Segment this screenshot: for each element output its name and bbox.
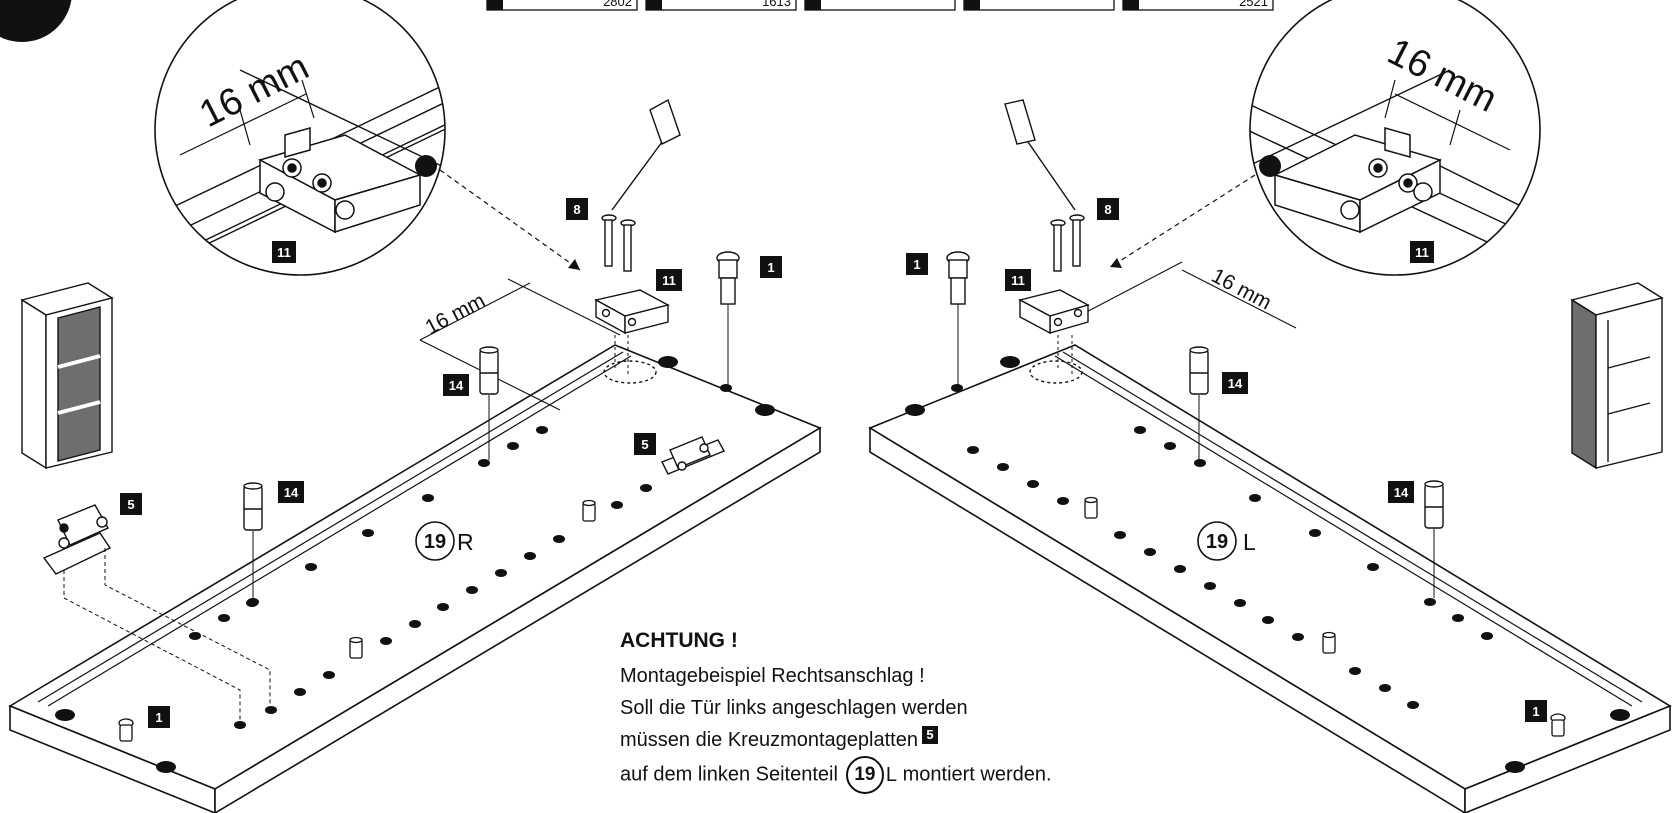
mounting-plate-part-5	[42, 504, 112, 575]
part-label-14: 14	[1394, 485, 1409, 500]
detail-zoom-left: 16 mm 11	[154, 0, 446, 276]
header-box: 2802	[486, 0, 638, 11]
side-panel-19L	[868, 344, 1672, 813]
header-box-value: 2802	[603, 0, 632, 9]
panel-number: 19	[1206, 531, 1228, 553]
screws-part-8	[601, 214, 636, 272]
panel-side: L	[885, 764, 898, 786]
dowel-part-14	[1189, 346, 1209, 395]
dowel-part-14	[1424, 480, 1444, 529]
warning-notice: ACHTUNG ! Montagebeispiel Rechtsanschlag…	[620, 628, 1180, 794]
bracket-part-11	[594, 289, 670, 384]
panel-number-circle: 19	[845, 756, 884, 794]
mounting-plate-part-5	[661, 436, 725, 475]
board-holes	[55, 356, 775, 773]
cam-pin-part-1	[118, 718, 134, 742]
header-box	[804, 0, 956, 11]
dowel-part-14	[243, 482, 263, 531]
part-label-14: 14	[1228, 376, 1243, 391]
screws-part-8	[1050, 214, 1085, 272]
part-label-1: 1	[155, 710, 162, 725]
notice-line-text: auf dem linken Seitenteil	[620, 763, 838, 786]
notice-line: Montagebeispiel Rechtsanschlag !	[620, 665, 925, 687]
panel-label-19L: 19 L	[1197, 521, 1256, 561]
part-label-14: 14	[449, 378, 464, 393]
board-dowels	[349, 499, 596, 659]
board-dowels	[1084, 496, 1336, 654]
part-label-1: 1	[1532, 704, 1539, 719]
part-label-8: 8	[573, 202, 580, 217]
notice-title: ACHTUNG !	[620, 629, 738, 652]
header-box-value: 1613	[762, 0, 791, 9]
side-panel-19R	[8, 344, 822, 813]
part-label-11: 11	[662, 273, 676, 288]
board-dimension-label: 16 mm	[422, 289, 489, 339]
notice-line: Soll die Tür links angeschlagen werden	[620, 697, 968, 719]
part-badge-5: 5	[921, 725, 938, 744]
header-box: 1613	[645, 0, 797, 11]
notice-line-text: müssen die Kreuzmontageplatten	[620, 729, 918, 751]
cam-pin-part-1	[716, 251, 740, 305]
header-box: 2521	[1122, 0, 1274, 11]
part-label-1: 1	[767, 260, 774, 275]
screwdriver-icon	[1004, 99, 1076, 211]
header-box-value: 2521	[1239, 0, 1268, 9]
board-dimension-label: 16 mm	[1208, 264, 1275, 314]
part-label-14: 14	[284, 485, 299, 500]
panel-number: 19	[424, 531, 446, 553]
part-label-11: 11	[1415, 245, 1429, 260]
screwdriver-icon	[611, 98, 681, 211]
panel-side: R	[457, 529, 474, 555]
panel-label-19R: 19 R	[415, 521, 474, 561]
cam-pin-part-1	[946, 251, 970, 305]
notice-line-text: montiert werden.	[902, 763, 1052, 786]
cam-pin-part-1	[1550, 713, 1566, 737]
cabinet-thumbnail	[20, 282, 114, 470]
part-badges-left: 8 11 1 14 14 5 5 1	[120, 198, 782, 728]
parts-header: 2802 1613 2521	[486, 0, 1274, 11]
part-label-5: 5	[127, 497, 134, 512]
detail-zoom-right: 16 mm 11	[1249, 0, 1541, 276]
part-label-1: 1	[913, 257, 920, 272]
part-badges-right: 8 11 1 14 14 1	[906, 198, 1547, 722]
panel-side: L	[1243, 529, 1256, 555]
dowel-part-14	[479, 346, 499, 395]
header-box	[963, 0, 1115, 11]
step-marker-circle	[0, 0, 72, 42]
part-label-8: 8	[1104, 202, 1111, 217]
board-holes	[905, 356, 1630, 773]
bracket-part-11	[1018, 289, 1090, 384]
cabinet-thumbnail	[1570, 282, 1664, 470]
part-label-11: 11	[277, 245, 291, 260]
part-label-5: 5	[641, 437, 648, 452]
part-label-11: 11	[1011, 273, 1025, 288]
